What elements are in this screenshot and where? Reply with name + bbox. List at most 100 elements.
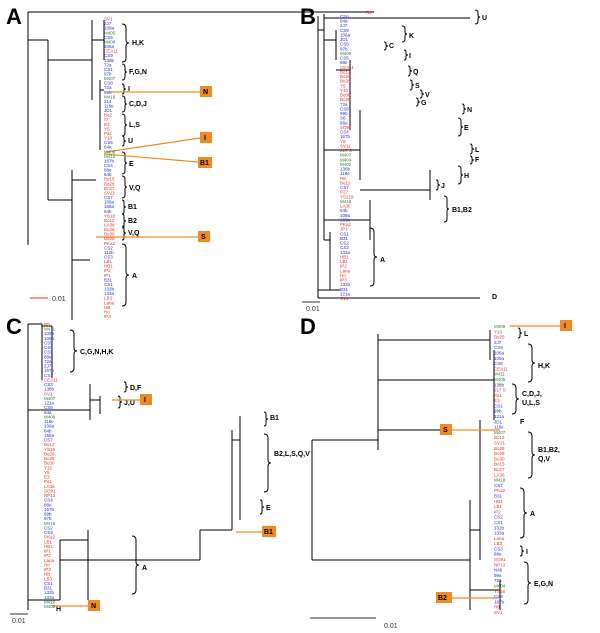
leaf-label: IP2 [340, 264, 347, 269]
clade-label-d-6: A [530, 511, 535, 518]
clade-label-c-8: H [56, 606, 61, 613]
leaf-label: LB3 [104, 296, 113, 301]
leaf-label: CEA11 [104, 49, 118, 54]
clade-label-b-11: L [475, 147, 480, 154]
callout-label-c-n: N [91, 603, 96, 610]
leaf-label: CS5 [104, 35, 113, 40]
leaf-label: PKa2 [494, 488, 506, 493]
clade-label-b-7: V [425, 92, 430, 99]
leaf-labels-c: R8M411109a106aCS5CS6CS988e72a2J7167bCS1C… [44, 322, 58, 609]
clade-label-a-1: H,K [132, 40, 144, 47]
clade-label-b-2: K [409, 33, 414, 40]
scale-label-c: 0.01 [12, 618, 26, 625]
brace-c-4 [263, 411, 269, 427]
leaf-label: CS4 [494, 594, 503, 599]
clade-label-a-2: F,G,N [129, 69, 147, 76]
leaf-label: SO91 [494, 557, 506, 562]
leaf-label: E3 [104, 122, 110, 127]
leaf-label: Bo26 [494, 451, 505, 456]
clade-label-a-5: L,S [129, 122, 140, 129]
leaf-label: PKa2 [104, 241, 116, 246]
clade-label-a-10: B2 [128, 218, 137, 225]
clade-label-b-15: B1,B2 [452, 207, 472, 214]
leaf-label: LB1 [340, 259, 349, 264]
leaf-label: 118e [44, 419, 54, 424]
brace-b-7 [419, 89, 425, 99]
brace-b-1 [474, 9, 481, 25]
brace-c-2 [123, 381, 129, 393]
clade-label-b-8: G [421, 100, 427, 107]
leaf-label: Y5 [44, 470, 50, 475]
clade-label-a-11: V,Q [128, 230, 140, 237]
leaf-label: 109a [104, 26, 115, 31]
leaf-label: 121a [340, 291, 351, 296]
leaf-label: 106a [44, 336, 55, 341]
leaf-label: 88e [340, 60, 348, 65]
leaf-label: 217 S [340, 148, 352, 153]
leaf-label: IV [104, 117, 108, 122]
leaf-label: HB1 [340, 254, 349, 259]
leaf-label: 64b [104, 209, 112, 214]
clade-label-c-1: C,G,N,H,K [80, 349, 113, 356]
leaf-label: CS1 [44, 581, 53, 586]
brace-d-6 [519, 487, 528, 539]
leaf-label: PZ7 [340, 190, 349, 195]
leaf-label: CS3 [494, 546, 503, 551]
leaf-label: B31 [104, 277, 113, 282]
leaf-label: R8 [366, 10, 372, 15]
leaf-label: 64b [44, 428, 52, 433]
clade-label-a-7: E [129, 161, 134, 168]
leaf-label: NP13 [44, 493, 56, 498]
leaf-label: 109a [104, 200, 115, 205]
callout-label-d-i: I [564, 323, 566, 330]
leaf-label: M404 [340, 157, 352, 162]
leaf-label: CS7 [340, 185, 349, 190]
leaf-label: Bo12 [340, 180, 351, 185]
leaf-label: LB3 [494, 541, 503, 546]
leaf-label: YS219 [340, 194, 354, 199]
clade-label-b-9: N [467, 107, 472, 114]
leaf-label: M405 [494, 377, 506, 382]
leaf-label: Ho [44, 562, 50, 567]
leaf-label: CS2 [494, 515, 503, 520]
callout-label-a-b1: B1 [200, 160, 209, 167]
leaf-label: 133a [104, 291, 115, 296]
leaf-label: 72a [104, 85, 112, 90]
leaf-label: 118e [494, 425, 504, 430]
leaf-label: B31 [340, 236, 349, 241]
clade-label-c-5: B2,L,S,Q,V [274, 451, 310, 458]
leaf-label: Pa1 [104, 131, 113, 136]
leaf-label: CS8 [494, 361, 503, 366]
leaf-label: CEA11 [494, 366, 508, 371]
leaf-label: 109a [44, 331, 55, 336]
leaf-label: YS18 [494, 589, 506, 594]
leaf-label: YS18 [104, 213, 116, 218]
tree-branches-b [317, 14, 480, 299]
leaf-label: SV21 [104, 191, 116, 196]
leaf-label: CS1 [104, 282, 113, 287]
leaf-label: Bo26 [340, 79, 351, 84]
leaf-label: CS5 [44, 341, 53, 346]
leaf-label: CS2 [340, 241, 349, 246]
brace-b-10 [457, 117, 464, 137]
leaf-label: Bo29 [494, 335, 505, 340]
leaf-label: IP2 [44, 553, 51, 558]
leaf-label: IP3 [104, 314, 111, 319]
leaf-label: CS4 [44, 498, 53, 503]
leaf-label: SO91 [340, 125, 352, 130]
callout-box-a-n [200, 86, 212, 97]
leaf-label: 88e [494, 552, 502, 557]
leaf-label: Lana [494, 536, 505, 541]
clade-label-b-1: U [482, 15, 487, 22]
leaf-label: 88e [340, 120, 348, 125]
leaf-label: 106a [104, 44, 115, 49]
leaf-label: Bo26 [44, 451, 55, 456]
leaf-label: IP2 [494, 509, 501, 514]
leaf-label: Pa1 [44, 479, 53, 484]
leaf-label: CS7 [104, 195, 113, 200]
clade-label-c-4: B1 [270, 415, 279, 422]
leaf-label: CS3 [104, 255, 113, 260]
leaf-label: CS3 [340, 245, 349, 250]
leaf-label: M411 [44, 327, 55, 332]
brace-b-16 [369, 227, 378, 287]
